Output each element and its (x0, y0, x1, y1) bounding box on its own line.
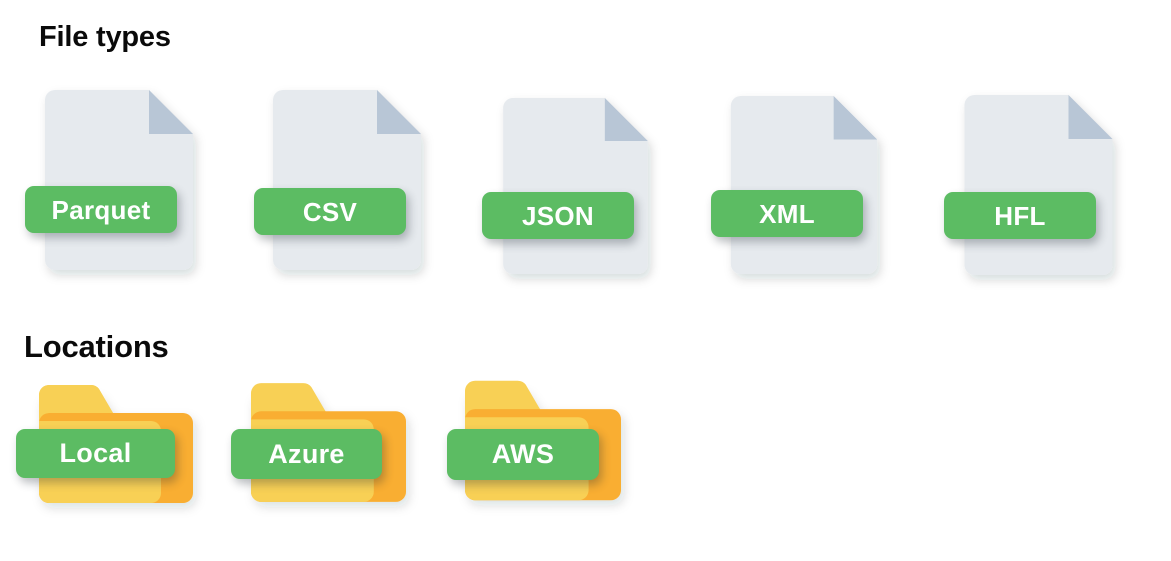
file-type-label: XML (759, 198, 815, 229)
file-csv-icon (273, 90, 421, 270)
file-type-badge-xml[interactable]: XML (711, 190, 863, 237)
location-badge-aws[interactable]: AWS (447, 429, 599, 480)
file-type-label: HFL (994, 200, 1046, 231)
section-heading-file-types: File types (39, 21, 171, 53)
location-badge-local[interactable]: Local (16, 429, 175, 478)
file-hfl-icon (961, 95, 1116, 275)
file-type-badge-json[interactable]: JSON (482, 192, 634, 239)
file-type-badge-parquet[interactable]: Parquet (25, 186, 177, 233)
file-type-badge-csv[interactable]: CSV (254, 188, 406, 235)
file-type-label: JSON (521, 200, 594, 231)
location-label: AWS (491, 439, 555, 469)
file-type-label: Parquet (51, 194, 151, 225)
section-heading-locations: Locations (24, 329, 169, 364)
location-badge-azure[interactable]: Azure (231, 429, 382, 479)
file-parquet-icon (45, 90, 193, 270)
location-label: Local (59, 438, 132, 468)
file-type-label: CSV (302, 196, 358, 227)
file-type-badge-hfl[interactable]: HFL (944, 192, 1096, 239)
location-label: Azure (268, 438, 345, 469)
file-xml-icon (729, 96, 879, 274)
file-json-icon (500, 98, 651, 274)
